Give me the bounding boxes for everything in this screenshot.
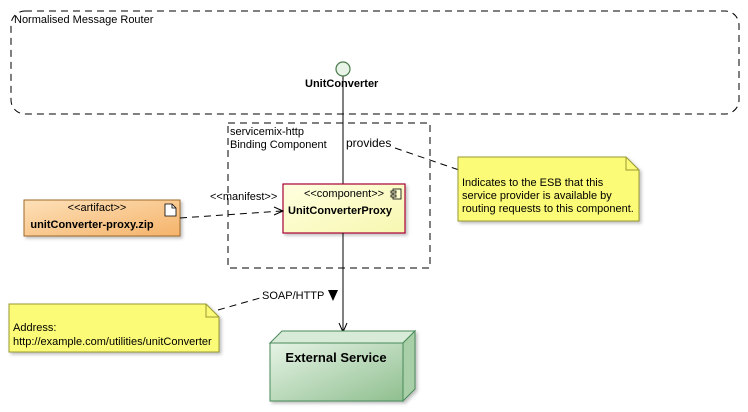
esb-note-line2: service provider is available by xyxy=(462,190,612,202)
router-boundary: Normalised Message Router xyxy=(10,10,740,115)
binding-label-line2: Binding Component xyxy=(230,139,327,151)
direction-triangle-icon xyxy=(328,290,338,301)
artifact-name: unitConverter-proxy.zip xyxy=(30,219,154,231)
artifact-stereotype: <<artifact>> xyxy=(68,202,127,214)
provides-label: provides xyxy=(346,136,391,150)
component-stereotype: <<component>> xyxy=(304,188,384,200)
binding-component-boundary: servicemix-http Binding Component xyxy=(227,122,431,269)
esb-note-connector xyxy=(394,147,460,171)
interface-label: UnitConverter xyxy=(305,78,379,90)
component-name: UnitConverterProxy xyxy=(288,205,393,217)
manifest-label: <<manifest>> xyxy=(210,191,277,203)
artifact-document-icon xyxy=(164,203,177,217)
soap-http-connection xyxy=(338,233,348,334)
artifact-box[interactable] xyxy=(23,199,181,237)
unitconverter-interface[interactable] xyxy=(335,61,351,77)
router-label: Normalised Message Router xyxy=(14,14,154,26)
manifest-arrow xyxy=(179,206,285,219)
binding-label-line1: servicemix-http xyxy=(230,126,304,138)
address-note xyxy=(8,303,220,353)
address-note-connector xyxy=(217,297,261,311)
esb-note-line3: routing requests to this component. xyxy=(462,203,634,215)
soap-http-label: SOAP/HTTP xyxy=(262,290,324,302)
address-note-line1: Address: xyxy=(13,322,56,334)
esb-note-line1: Indicates to the ESB that this xyxy=(462,177,604,189)
external-service-node[interactable] xyxy=(268,329,417,403)
component-icon xyxy=(390,188,402,200)
esb-note xyxy=(457,156,640,222)
address-note-line2: http://example.com/utilities/unitConvert… xyxy=(13,336,212,348)
external-service-label: External Service xyxy=(285,350,386,365)
unitconverterproxy-component[interactable] xyxy=(282,183,406,234)
